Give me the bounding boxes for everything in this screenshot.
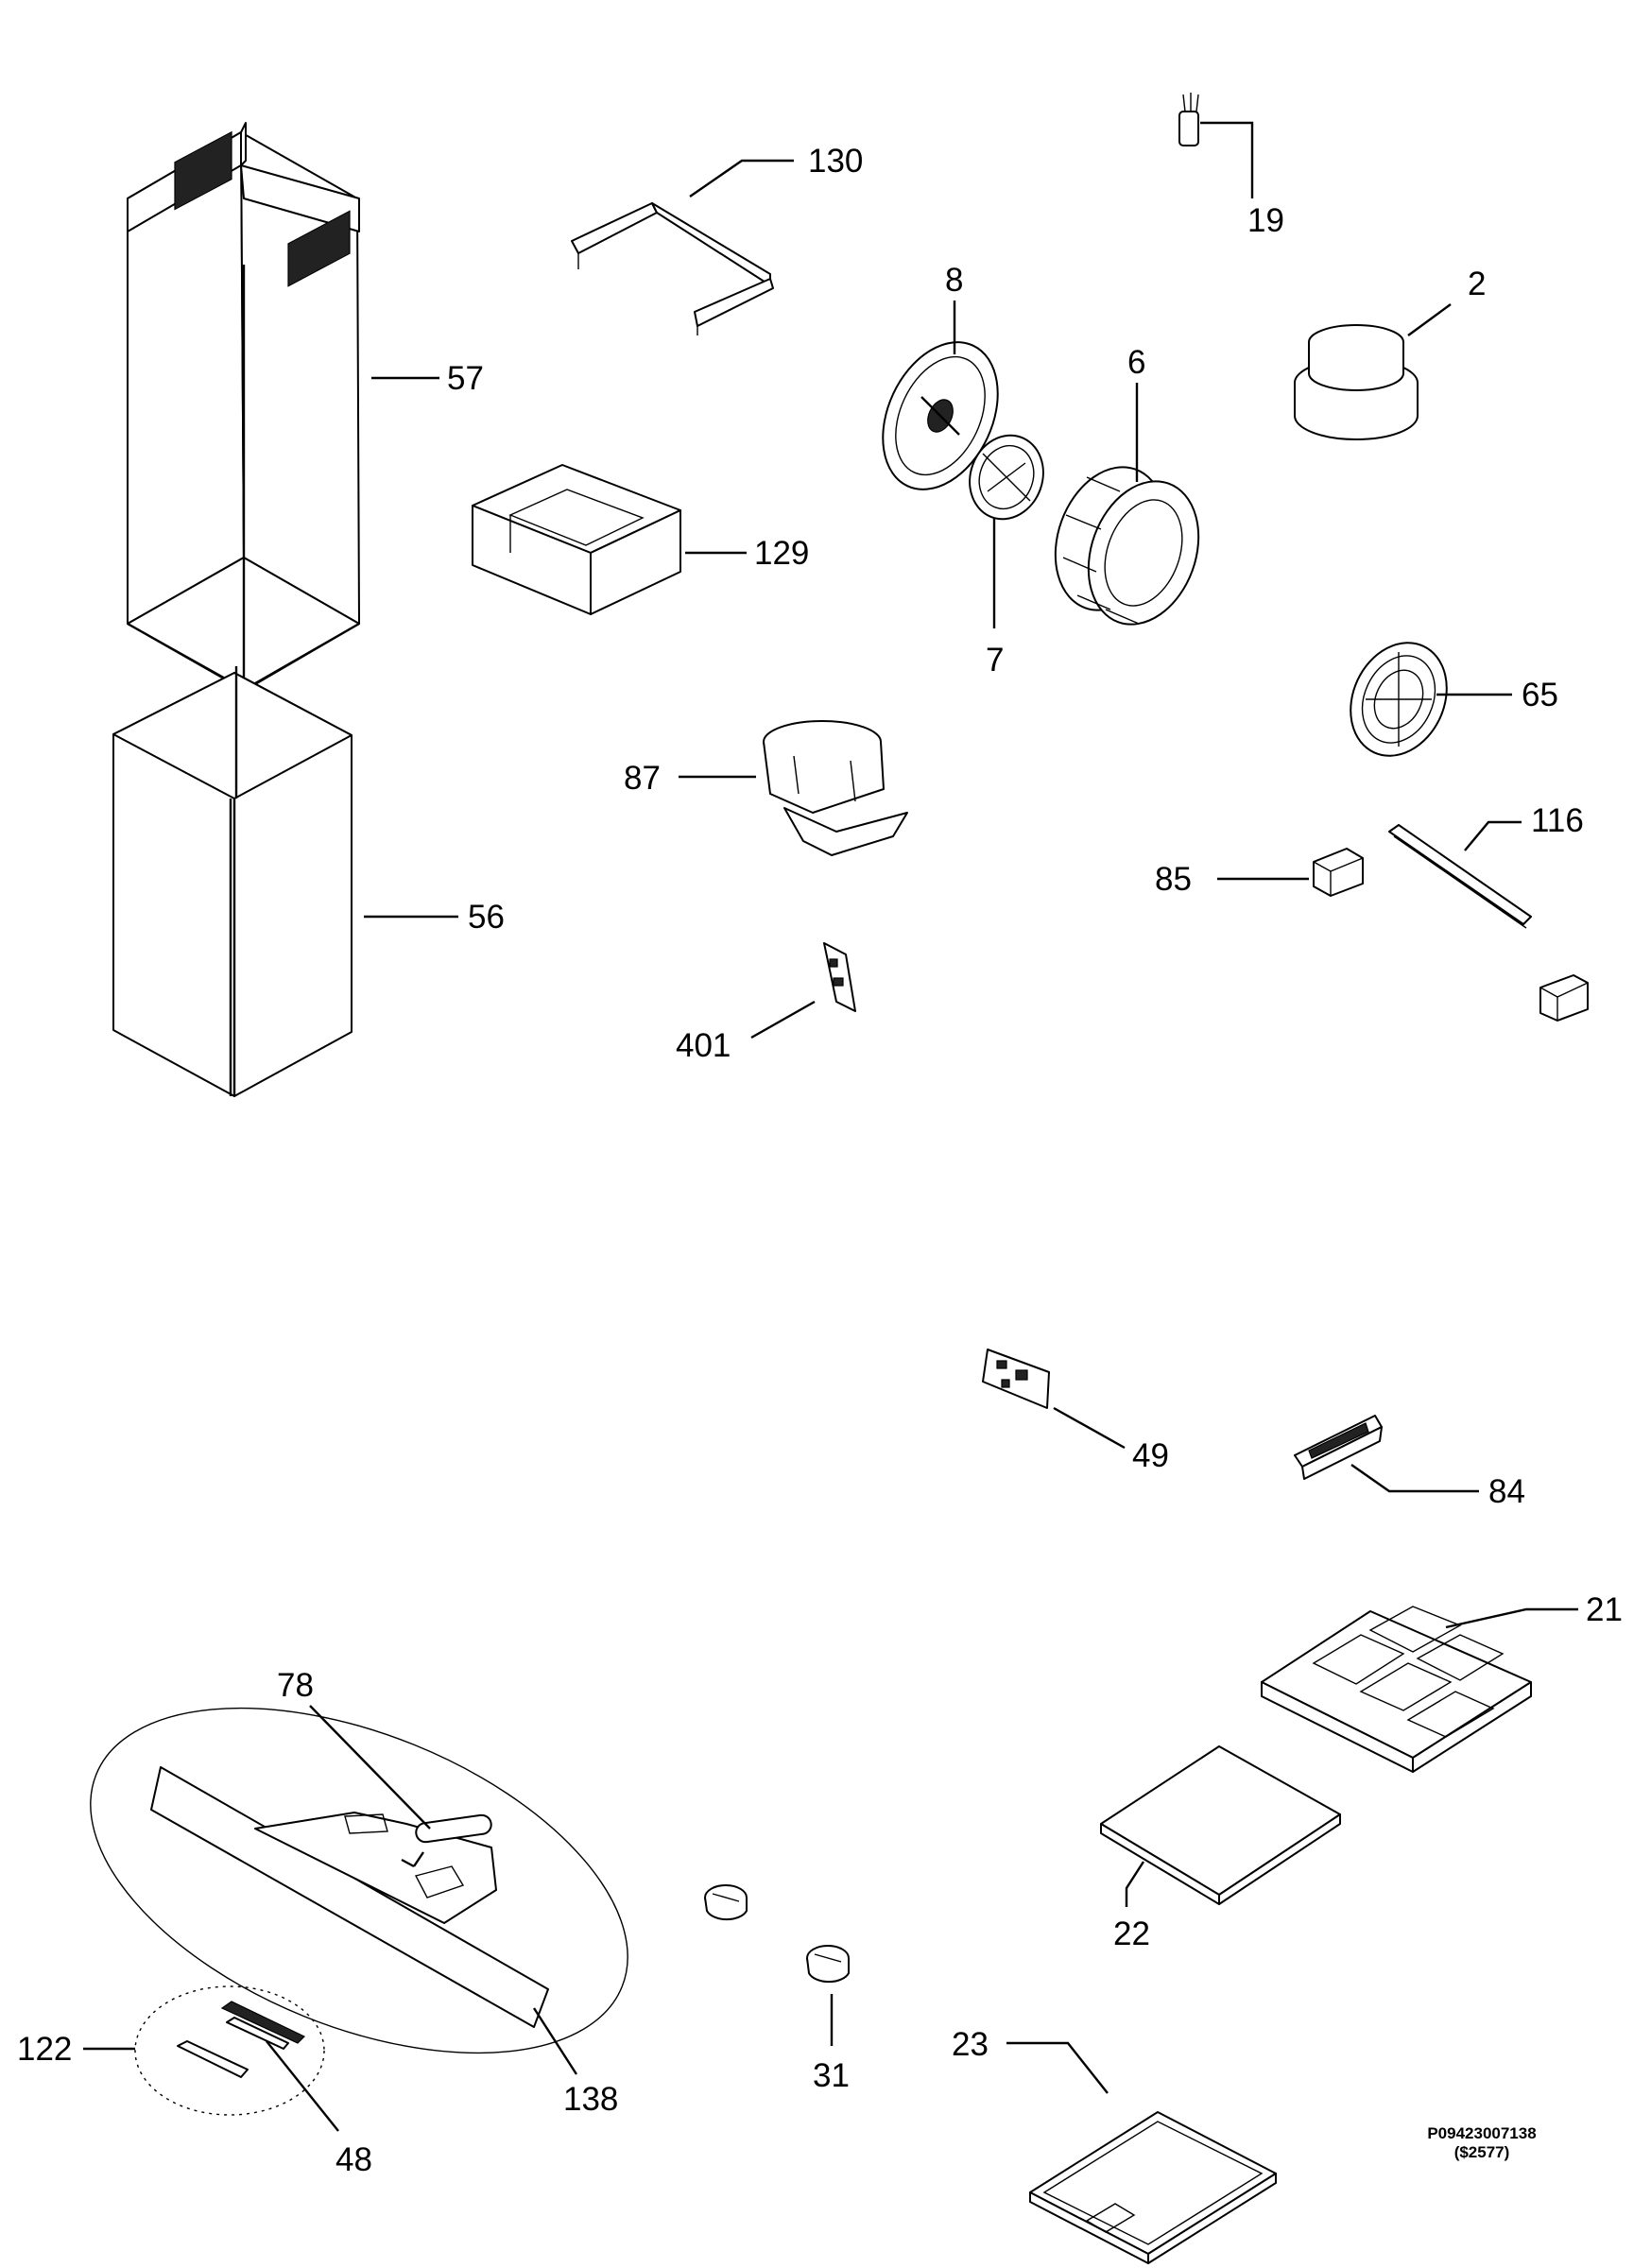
part-19-capacitor[interactable] (1178, 93, 1199, 146)
label-19: 19 (1247, 202, 1284, 239)
leader-130 (689, 159, 794, 198)
part-21-filter-frame[interactable] (1261, 1606, 1532, 1773)
part-85-junction-box[interactable] (1313, 848, 1364, 897)
part-87-blower-housing[interactable] (763, 720, 908, 856)
part-130-mounting-bracket[interactable] (571, 202, 774, 335)
leader-48 (266, 2040, 339, 2132)
leader-19 (1200, 121, 1254, 198)
leader-401 (750, 1000, 816, 1040)
part-6-blower-wheel[interactable] (1037, 452, 1218, 640)
part-49-circuit-board[interactable] (982, 1349, 1050, 1409)
label-2: 2 (1468, 266, 1486, 302)
leader-84 (1350, 1464, 1479, 1493)
part-122-switch-assembly[interactable] (134, 1985, 325, 2116)
label-6: 6 (1127, 344, 1145, 381)
leader-22 (1125, 1861, 1145, 1907)
leader-116 (1464, 820, 1522, 851)
leader-2 (1407, 303, 1452, 336)
label-8: 8 (945, 262, 963, 299)
part-401-control-board[interactable] (823, 942, 856, 1012)
part-31-control-knob[interactable] (806, 1945, 850, 1984)
part-7-motor[interactable] (958, 425, 1055, 530)
label-401: 401 (676, 1027, 731, 1064)
part-138-glass-canopy[interactable] (42, 1639, 677, 2122)
label-65: 65 (1522, 677, 1558, 713)
leader-21 (1445, 1607, 1578, 1629)
label-85: 85 (1155, 861, 1192, 898)
label-130: 130 (808, 143, 863, 180)
part-22-filter-pad[interactable] (1100, 1745, 1341, 1905)
label-138: 138 (563, 2081, 618, 2118)
leader-23 (1006, 2041, 1109, 2094)
label-23: 23 (952, 2026, 989, 2063)
label-122: 122 (17, 2031, 72, 2068)
label-7: 7 (986, 642, 1004, 679)
leader-78 (309, 1705, 431, 1830)
label-116: 116 (1531, 802, 1584, 839)
part-8-motor-plate[interactable] (860, 323, 1020, 507)
part-129-housing-box[interactable] (472, 464, 681, 615)
diagram-reference-subcode: ($2577) (1454, 2143, 1510, 2161)
label-22: 22 (1113, 1916, 1150, 1952)
part-23-charcoal-filter[interactable] (1029, 2111, 1277, 2264)
label-48: 48 (335, 2141, 372, 2178)
part-57-upper-chimney[interactable] (127, 122, 360, 692)
diagram-reference-code: P09423007138 (1427, 2124, 1536, 2142)
label-84: 84 (1488, 1473, 1525, 1510)
part-65-grille[interactable] (1333, 627, 1464, 772)
label-129: 129 (754, 535, 809, 572)
part-junction-box-extra[interactable] (1539, 974, 1589, 1022)
leader-138 (532, 2007, 578, 2075)
part-78-vent-slot[interactable] (401, 1813, 492, 1868)
label-87: 87 (624, 760, 661, 797)
label-31: 31 (813, 2057, 850, 2094)
label-57: 57 (447, 360, 484, 397)
label-56: 56 (468, 899, 505, 936)
part-56-lower-chimney[interactable] (112, 666, 353, 1097)
label-78: 78 (277, 1667, 314, 1704)
part-2-duct-collar[interactable] (1294, 324, 1419, 440)
label-49: 49 (1132, 1437, 1169, 1474)
part-116-rail[interactable] (1388, 824, 1532, 929)
leader-49 (1053, 1406, 1126, 1450)
label-21: 21 (1586, 1591, 1623, 1628)
part-control-knob-extra[interactable] (704, 1884, 748, 1921)
part-84-lamp-socket[interactable] (1294, 1415, 1383, 1480)
